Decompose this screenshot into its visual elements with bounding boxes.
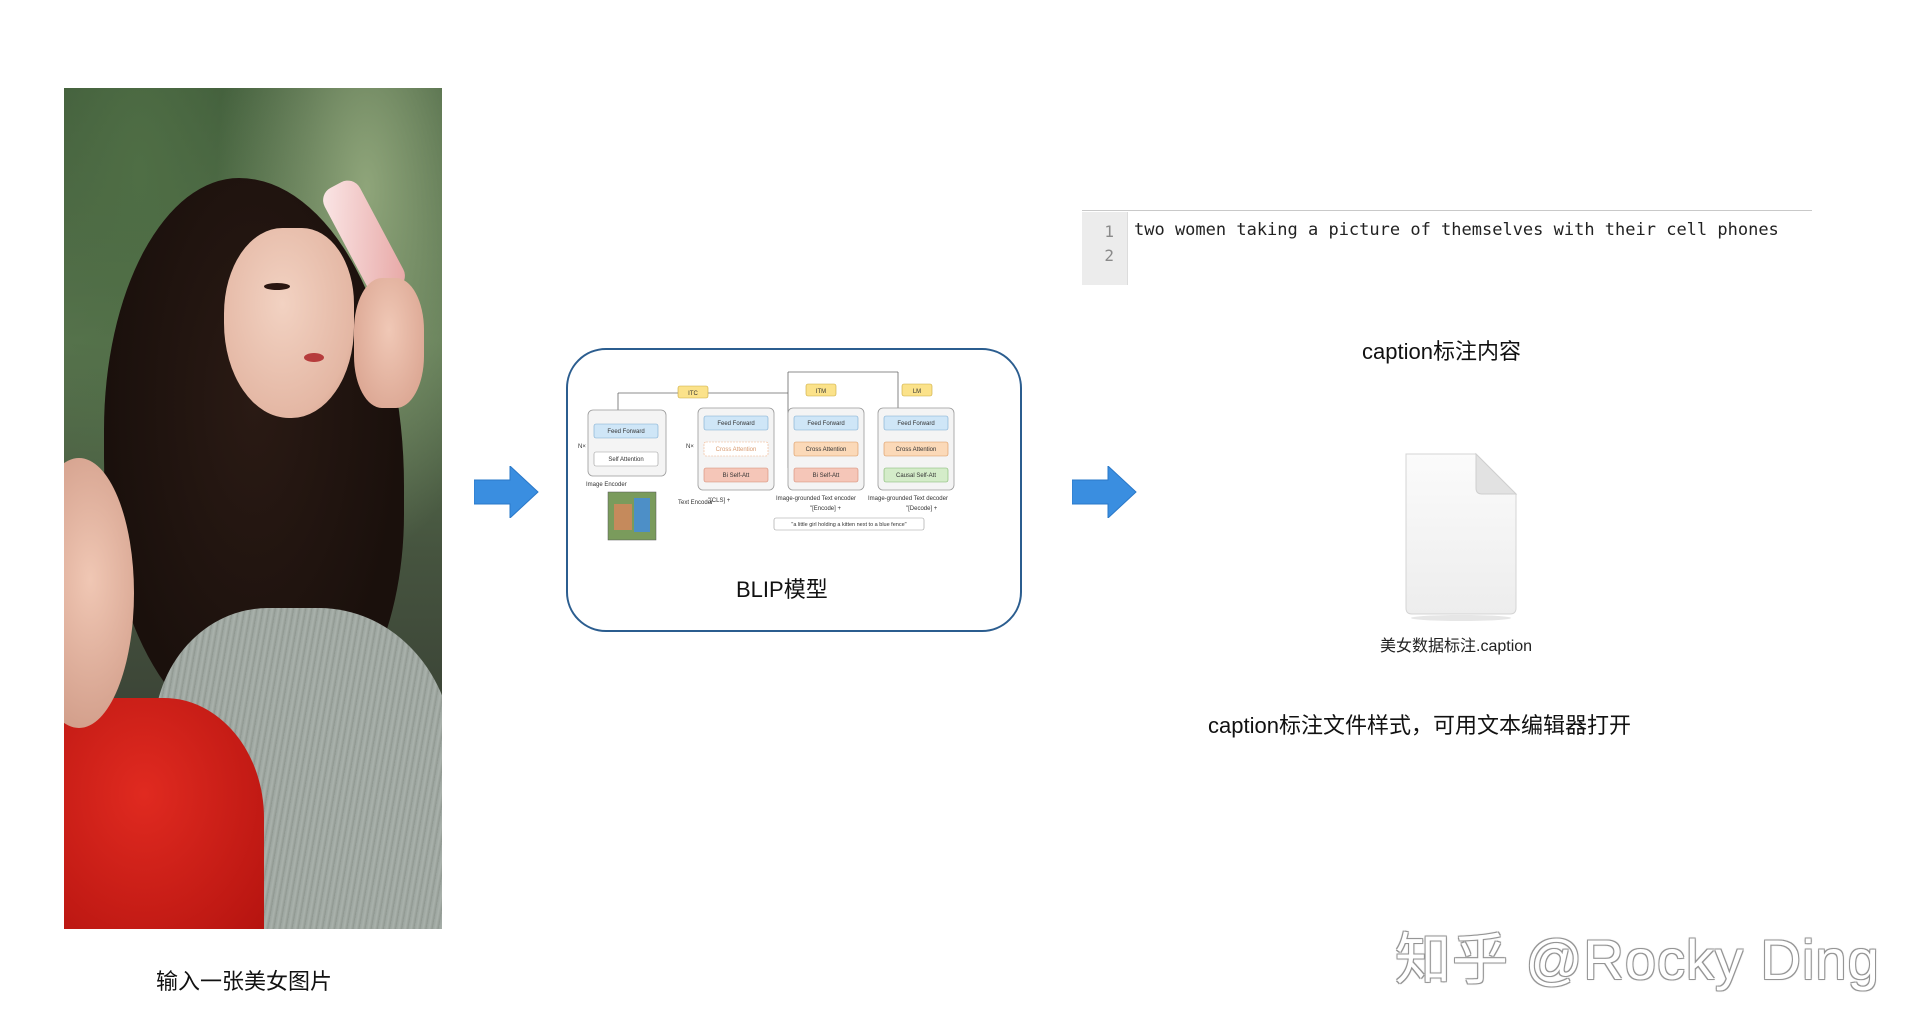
feed-forward-text: Feed Forward — [897, 421, 934, 427]
cls-token: "[CLS] + — [708, 498, 731, 504]
causal-self-att-text: Causal Self-Att — [896, 473, 936, 479]
caption-text-line[interactable]: two women taking a picture of themselves… — [1134, 220, 1779, 240]
cross-attention-text: Cross Attention — [716, 447, 757, 453]
decoder-label: Image-grounded Text decoder — [868, 496, 948, 502]
itm-label: ITM — [816, 389, 826, 395]
self-attention-text: Self Attention — [608, 457, 643, 463]
editor-border — [1082, 210, 1812, 211]
feed-forward-text: Feed Forward — [607, 429, 644, 435]
photo-lip — [304, 353, 324, 362]
thumbnail-girl — [614, 504, 632, 530]
blip-architecture-diagram: Feed Forward Self Attention N× Image Enc… — [578, 368, 1010, 548]
document-icon[interactable] — [1392, 450, 1526, 627]
photo-red-garment — [64, 698, 264, 929]
photo-eye — [264, 283, 290, 290]
input-image-label: 输入一张美女图片 — [156, 964, 332, 996]
text-editor: 1 2 two women taking a picture of themse… — [1082, 210, 1812, 285]
line-number: 1 — [1082, 222, 1114, 241]
input-photo — [64, 88, 442, 929]
arrow-right-icon — [474, 466, 540, 518]
watermark: 知乎 @Rocky Ding — [1395, 915, 1880, 996]
photo-face — [224, 228, 354, 418]
decode-token: "[Decode] + — [906, 506, 938, 512]
itc-label: ITC — [688, 391, 698, 397]
model-label: BLIP模型 — [736, 572, 828, 604]
caption-file-label: caption标注文件样式，可用文本编辑器打开 — [1208, 708, 1631, 740]
bi-self-att-text: Bi Self-Att — [813, 473, 840, 479]
file-name: 美女数据标注.caption — [1380, 632, 1532, 656]
nx-label: N× — [578, 444, 586, 450]
cross-attention-text: Cross Attention — [896, 447, 937, 453]
feed-forward-text: Feed Forward — [807, 421, 844, 427]
feed-forward-text: Feed Forward — [717, 421, 754, 427]
lm-label: LM — [913, 389, 921, 395]
photo-hand — [354, 278, 424, 408]
encode-token: "[Encode] + — [810, 506, 841, 512]
arrow-right-icon — [1072, 466, 1138, 518]
cross-attention-text: Cross Attention — [806, 447, 847, 453]
line-number: 2 — [1082, 246, 1114, 265]
thumbnail-fence — [634, 498, 650, 532]
input-text: "a little girl holding a kitten next to … — [791, 522, 906, 528]
itm-encoder-label: Image-grounded Text encoder — [776, 496, 856, 502]
bi-self-att-text: Bi Self-Att — [723, 473, 750, 479]
line-number-gutter: 1 2 — [1082, 212, 1128, 285]
caption-content-label: caption标注内容 — [1362, 334, 1521, 366]
image-encoder-label: Image Encoder — [586, 482, 627, 488]
nx-label: N× — [686, 444, 694, 450]
